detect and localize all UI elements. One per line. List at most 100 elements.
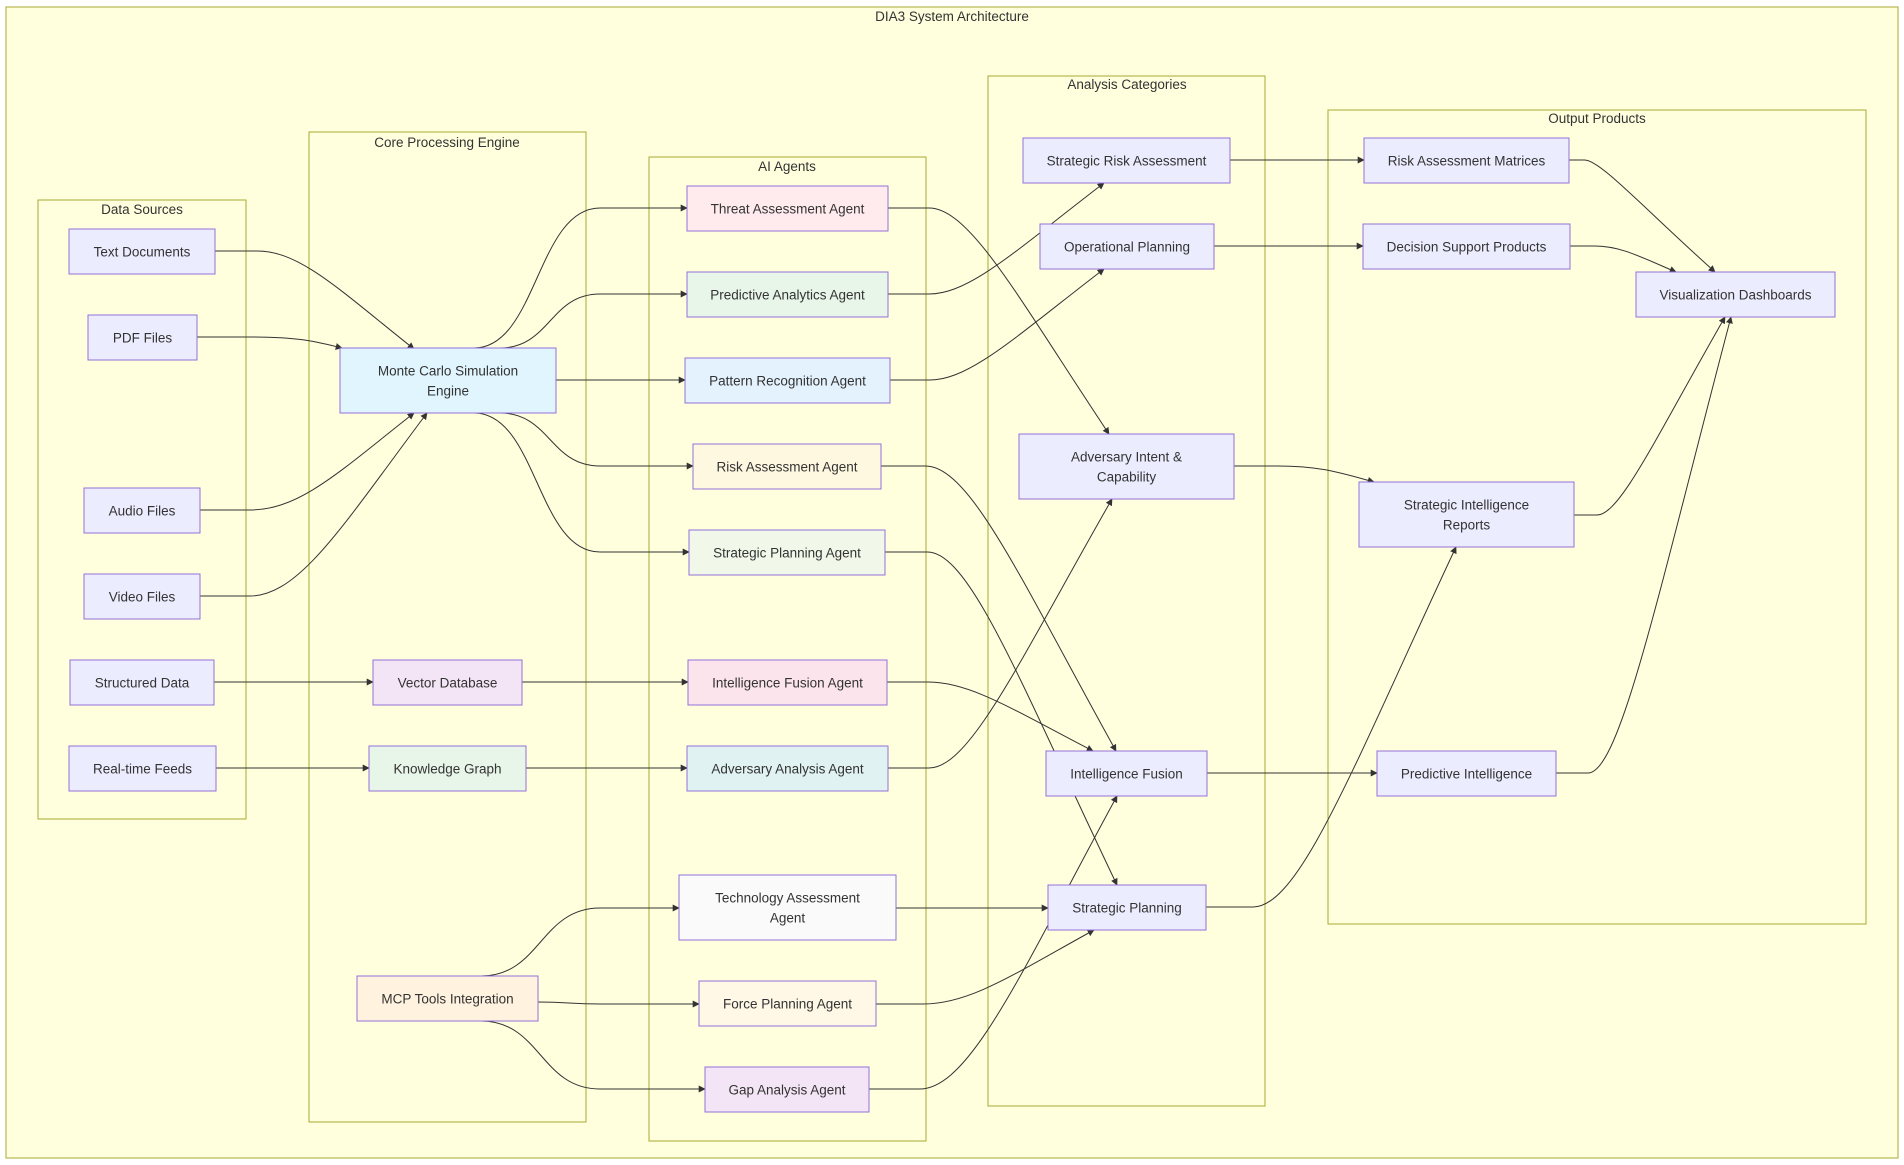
node-pdf-files-box[interactable] <box>87 314 198 361</box>
diagram-title: DIA3 System Architecture <box>875 9 1029 24</box>
node-adversary-agent[interactable]: Adversary Analysis Agent <box>686 745 889 792</box>
node-video-files[interactable]: Video Files <box>83 573 201 620</box>
node-predictive-intel[interactable]: Predictive Intelligence <box>1376 750 1557 797</box>
node-strategic-agent[interactable]: Strategic Planning Agent <box>688 529 886 576</box>
node-structured-data[interactable]: Structured Data <box>69 659 215 706</box>
node-force-agent-box[interactable] <box>698 980 877 1027</box>
cluster-analysis-categories-label: Analysis Categories <box>1067 77 1187 92</box>
node-audio-files-box[interactable] <box>83 487 201 534</box>
node-mcp-tools[interactable]: MCP Tools Integration <box>356 975 539 1022</box>
node-intel-fusion-label: Intelligence Fusion <box>1070 767 1183 782</box>
node-mcp-tools-box[interactable] <box>356 975 539 1022</box>
edges <box>197 156 1733 1093</box>
node-monte-carlo-box[interactable] <box>339 347 557 414</box>
node-fusion-agent-label: Intelligence Fusion Agent <box>712 676 863 691</box>
node-pdf-files-label: PDF Files <box>113 331 173 346</box>
node-vector-db-box[interactable] <box>372 659 523 706</box>
node-structured-data-box[interactable] <box>69 659 215 706</box>
node-knowledge-graph[interactable]: Knowledge Graph <box>368 745 527 792</box>
node-realtime-feeds[interactable]: Real-time Feeds <box>68 745 217 792</box>
node-predictive-intel-box[interactable] <box>1376 750 1557 797</box>
node-viz-dashboards[interactable]: Visualization Dashboards <box>1635 271 1836 318</box>
node-audio-files[interactable]: Audio Files <box>83 487 201 534</box>
node-op-planning-label: Operational Planning <box>1064 240 1190 255</box>
node-decision-support-box[interactable] <box>1362 223 1571 270</box>
edge-threat-agent-to-adv-intent <box>888 207 1110 435</box>
node-strat-risk-box[interactable] <box>1022 137 1231 184</box>
node-threat-agent-box[interactable] <box>686 185 889 232</box>
edge-force-agent-to-strat-planning <box>876 929 1095 1005</box>
node-monte-carlo-label: Monte Carlo Simulation <box>378 364 518 379</box>
node-gap-agent-box[interactable] <box>704 1066 870 1113</box>
node-pattern-agent-label: Pattern Recognition Agent <box>709 374 866 389</box>
edge-decision-support-to-viz-dashboards <box>1570 245 1677 273</box>
edge-predictive-agent-to-strat-risk <box>888 182 1105 295</box>
edge-pdf-files-to-monte-carlo <box>197 336 343 350</box>
node-risk-agent[interactable]: Risk Assessment Agent <box>692 443 882 490</box>
node-predictive-agent[interactable]: Predictive Analytics Agent <box>686 271 889 318</box>
node-decision-support[interactable]: Decision Support Products <box>1362 223 1571 270</box>
node-pattern-agent-box[interactable] <box>684 357 891 404</box>
node-risk-agent-box[interactable] <box>692 443 882 490</box>
node-video-files-label: Video Files <box>109 590 176 605</box>
node-vector-db-label: Vector Database <box>398 676 498 691</box>
node-fusion-agent[interactable]: Intelligence Fusion Agent <box>687 659 888 706</box>
node-realtime-feeds-box[interactable] <box>68 745 217 792</box>
node-strat-risk[interactable]: Strategic Risk Assessment <box>1022 137 1231 184</box>
node-fusion-agent-box[interactable] <box>687 659 888 706</box>
node-realtime-feeds-label: Real-time Feeds <box>93 762 192 777</box>
node-gap-agent[interactable]: Gap Analysis Agent <box>704 1066 870 1113</box>
node-strat-planning-box[interactable] <box>1047 884 1207 931</box>
node-risk-matrices-box[interactable] <box>1363 137 1570 184</box>
cluster-ai-agents <box>648 156 927 1142</box>
node-text-docs-box[interactable] <box>68 228 216 275</box>
edge-mcp-tools-to-gap-agent <box>480 1020 706 1093</box>
node-viz-dashboards-label: Visualization Dashboards <box>1659 288 1811 303</box>
node-tech-agent-box[interactable] <box>678 874 897 941</box>
edge-mcp-tools-to-tech-agent <box>480 904 680 977</box>
edge-predictive-intel-to-viz-dashboards <box>1556 316 1733 774</box>
edge-fusion-agent-to-intel-fusion <box>887 681 1094 752</box>
node-intel-fusion[interactable]: Intelligence Fusion <box>1045 750 1208 797</box>
node-adv-intent-box[interactable] <box>1018 433 1235 500</box>
node-threat-agent[interactable]: Threat Assessment Agent <box>686 185 889 232</box>
node-audio-files-label: Audio Files <box>109 504 176 519</box>
edge-audio-files-to-monte-carlo <box>200 412 415 511</box>
node-mcp-tools-label: MCP Tools Integration <box>381 992 513 1007</box>
node-op-planning[interactable]: Operational Planning <box>1039 223 1215 270</box>
node-viz-dashboards-box[interactable] <box>1635 271 1836 318</box>
node-knowledge-graph-box[interactable] <box>368 745 527 792</box>
node-vector-db[interactable]: Vector Database <box>372 659 523 706</box>
node-strat-planning[interactable]: Strategic Planning <box>1047 884 1207 931</box>
node-strat-reports-box[interactable] <box>1358 481 1575 548</box>
node-text-docs[interactable]: Text Documents <box>68 228 216 275</box>
node-intel-fusion-box[interactable] <box>1045 750 1208 797</box>
node-risk-agent-label: Risk Assessment Agent <box>716 460 857 475</box>
edge-pattern-agent-to-op-planning <box>890 268 1105 381</box>
node-predictive-intel-label: Predictive Intelligence <box>1401 767 1532 782</box>
node-adv-intent[interactable]: Adversary Intent &Capability <box>1018 433 1235 500</box>
node-adv-intent-label: Capability <box>1097 470 1157 485</box>
cluster-core-processing-label: Core Processing Engine <box>374 135 520 150</box>
node-risk-matrices[interactable]: Risk Assessment Matrices <box>1363 137 1570 184</box>
node-risk-matrices-label: Risk Assessment Matrices <box>1388 154 1546 169</box>
node-structured-data-label: Structured Data <box>95 676 190 691</box>
node-force-agent[interactable]: Force Planning Agent <box>698 980 877 1027</box>
node-strategic-agent-box[interactable] <box>688 529 886 576</box>
edge-monte-carlo-to-threat-agent <box>473 204 688 349</box>
edge-gap-agent-to-intel-fusion <box>869 795 1118 1090</box>
node-pdf-files[interactable]: PDF Files <box>87 314 198 361</box>
cluster-data-sources-label: Data Sources <box>101 202 183 217</box>
edge-text-docs-to-monte-carlo <box>215 250 415 350</box>
node-op-planning-box[interactable] <box>1039 223 1215 270</box>
edge-mcp-tools-to-force-agent <box>537 1000 700 1008</box>
node-predictive-agent-box[interactable] <box>686 271 889 318</box>
node-video-files-box[interactable] <box>83 573 201 620</box>
node-pattern-agent[interactable]: Pattern Recognition Agent <box>684 357 891 404</box>
node-adversary-agent-box[interactable] <box>686 745 889 792</box>
node-strat-reports-label: Reports <box>1443 518 1491 533</box>
